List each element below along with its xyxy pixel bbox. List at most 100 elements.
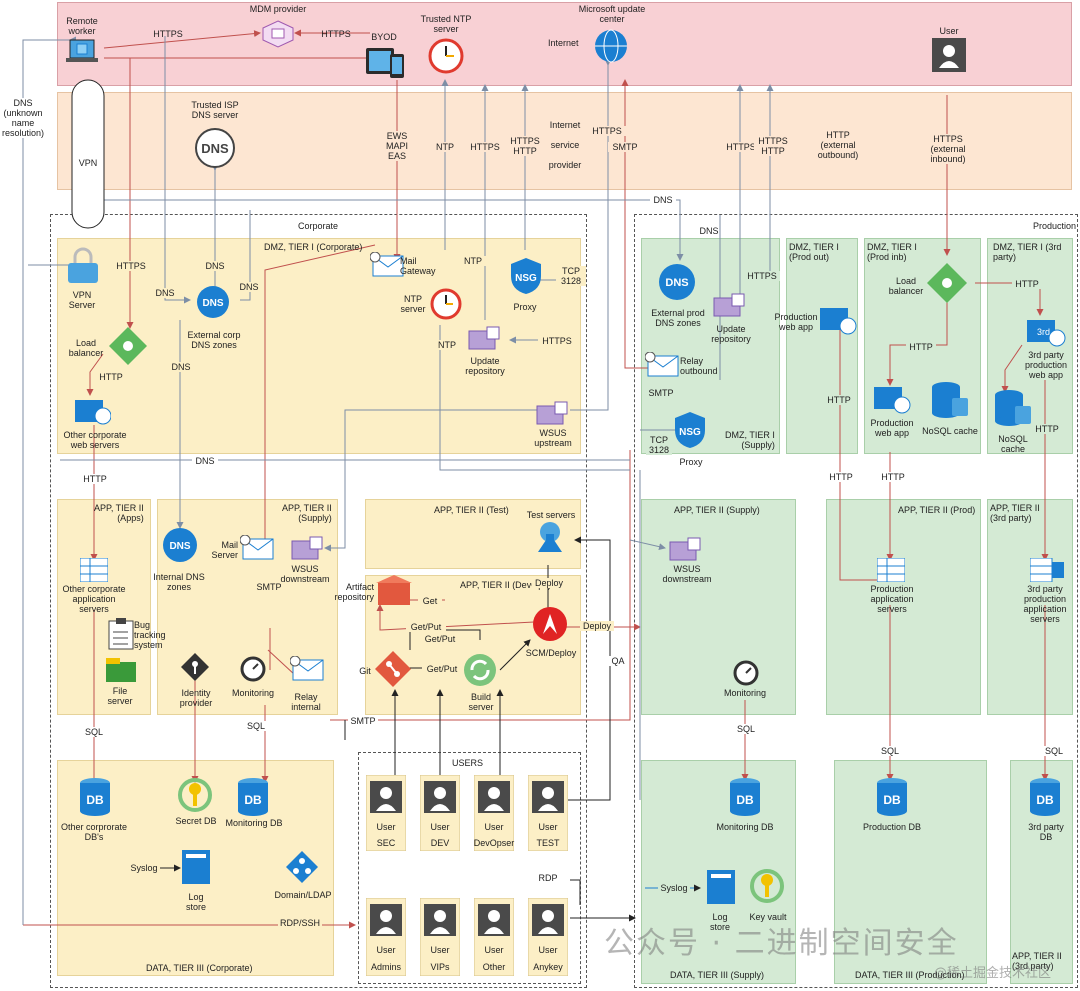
label-git: Git bbox=[359, 666, 371, 676]
label-wsus-downstream-prod: WSUS downstream bbox=[662, 564, 712, 584]
zone-title-data-3rd: APP, TIER II (3rd party) bbox=[1012, 951, 1062, 971]
label-monitoring-supply: Monitoring bbox=[723, 688, 767, 698]
svg-text:DB: DB bbox=[244, 793, 262, 807]
edge-label-ews: EWS MAPI EAS bbox=[380, 131, 414, 161]
zone-title-data-corp: DATA, TIER III (Corporate) bbox=[146, 963, 253, 973]
edge-label-deploy2: Deploy bbox=[580, 621, 614, 631]
clipboard-icon bbox=[108, 618, 134, 655]
edge-label-smtp-long: SMTP bbox=[348, 716, 378, 726]
edge-label-http-prod: HTTP bbox=[824, 395, 854, 405]
label-other-corp-app: Other corporate application servers bbox=[62, 584, 126, 614]
zone-title-internet: Internet bbox=[548, 38, 579, 48]
clock-icon bbox=[428, 38, 464, 79]
user-icon bbox=[932, 38, 966, 77]
label-relay-outbound: Relay outbound bbox=[680, 356, 718, 376]
package-icon bbox=[712, 292, 746, 323]
edge-label-https-isp3: HTTPS bbox=[722, 142, 760, 152]
label-ext-prod-dns: External prod DNS zones bbox=[651, 308, 705, 328]
edge-label-https-ext-inb: HTTPS (external inbound) bbox=[924, 134, 972, 164]
corporate-zone bbox=[50, 214, 587, 988]
edge-label-http-3rd: HTTP bbox=[1012, 279, 1042, 289]
label-test-servers: Test servers bbox=[526, 510, 576, 520]
dns-azure-icon: DNS bbox=[195, 284, 231, 325]
user-tile-icon bbox=[473, 897, 515, 981]
dns-azure-icon: DNS bbox=[161, 526, 199, 569]
database-cache-icon bbox=[930, 380, 970, 425]
laptop-icon bbox=[66, 38, 98, 73]
key-icon bbox=[750, 868, 784, 909]
label-byod: BYOD bbox=[371, 32, 397, 42]
label-user-test-role: TEST bbox=[536, 838, 560, 848]
server-list-icon bbox=[1029, 557, 1064, 587]
edge-label-vpn: VPN bbox=[78, 158, 98, 168]
zone-title-app-supply-corp: APP, TIER II (Supply) bbox=[282, 503, 332, 523]
user-tile-icon bbox=[473, 774, 515, 856]
log-book-icon bbox=[180, 848, 212, 891]
load-balancer-icon bbox=[926, 262, 968, 309]
edge-label-syslog-corp: Syslog bbox=[128, 863, 160, 873]
svg-text:DNS: DNS bbox=[202, 298, 223, 309]
zone-title-production: Production bbox=[1033, 221, 1077, 231]
edge-label-get: Get bbox=[418, 596, 442, 606]
clock-icon bbox=[430, 288, 462, 325]
edge-label-qa: QA bbox=[608, 656, 628, 666]
svg-text:3rd: 3rd bbox=[1037, 327, 1050, 337]
identity-icon bbox=[180, 652, 210, 687]
user-tile-icon bbox=[365, 897, 407, 981]
database-cache-icon bbox=[993, 388, 1033, 433]
label-identity-provider: Identity provider bbox=[179, 688, 213, 708]
label-ext-corp-dns: External corp DNS zones bbox=[187, 330, 241, 350]
vpn-lock-icon bbox=[66, 247, 100, 290]
label-user-internet: User bbox=[939, 26, 959, 36]
label-third-party-db: 3rd party DB bbox=[1028, 822, 1064, 842]
user-tile-icon bbox=[419, 897, 461, 981]
label-mdm: MDM provider bbox=[249, 4, 307, 14]
label-proxy-corp: Proxy bbox=[513, 302, 537, 312]
edge-label-dns-top: DNS bbox=[650, 195, 676, 205]
label-nosql-3rd: NoSQL cache bbox=[998, 434, 1028, 454]
app-prod-zone bbox=[826, 499, 981, 715]
zone-title-data-supply: DATA, TIER III (Supply) bbox=[670, 970, 765, 980]
label-log-store-supply: Log store bbox=[709, 912, 730, 932]
label-third-party-app: 3rd party production application servers bbox=[1023, 584, 1067, 624]
zone-title-corporate: Corporate bbox=[298, 221, 339, 231]
label-remote-worker: Remote worker bbox=[66, 16, 98, 36]
app-supply-prod-zone bbox=[641, 499, 796, 715]
flask-icon bbox=[532, 520, 568, 561]
edge-label-get-put-3: Get/Put bbox=[422, 664, 462, 674]
edge-label-dns-left: DNS (unknown name resolution) bbox=[0, 98, 46, 138]
zone-title-app-test: APP, TIER II (Test) bbox=[434, 505, 509, 515]
svg-text:NSG: NSG bbox=[515, 273, 537, 284]
key-icon bbox=[178, 777, 212, 818]
label-scm-deploy: SCM/Deploy bbox=[525, 648, 577, 658]
mdm-icon bbox=[262, 20, 294, 53]
label-user-sec-top: User bbox=[376, 822, 396, 832]
users-zone bbox=[358, 752, 581, 984]
load-balancer-icon bbox=[108, 326, 148, 371]
label-trusted-isp-dns: Trusted ISP DNS server bbox=[191, 100, 239, 120]
label-user-dev-top: User bbox=[430, 822, 450, 832]
edge-label-http-prod-inb: HTTP bbox=[906, 342, 936, 352]
label-trusted-ntp: Trusted NTP server bbox=[420, 14, 472, 34]
internet-zone bbox=[57, 2, 1072, 86]
edge-label-https-corp-lb: HTTPS bbox=[112, 261, 150, 271]
label-user-admins-top: User bbox=[376, 945, 396, 955]
edge-label-http-ext-out: HTTP (external outbound) bbox=[814, 130, 862, 160]
edge-label-ntp-dmz2: NTP bbox=[434, 340, 460, 350]
log-book-icon bbox=[705, 868, 737, 911]
label-user-devopser-top: User bbox=[484, 822, 504, 832]
label-prod-web-app-out: Production web app bbox=[774, 312, 818, 332]
database-icon: DB bbox=[728, 777, 762, 822]
label-wsus-upstream: WSUS upstream bbox=[534, 428, 572, 448]
label-log-store-corp: Log store bbox=[185, 892, 206, 912]
label-internal-dns: Internal DNS zones bbox=[153, 572, 205, 592]
label-monitoring-db-supply: Monitoring DB bbox=[716, 822, 774, 832]
label-mail-server: Mail Server bbox=[211, 540, 238, 560]
zone-title-users: USERS bbox=[452, 758, 484, 768]
label-monitoring-corp: Monitoring bbox=[231, 688, 275, 698]
zone-title-dmz-3rd: DMZ, TIER I (3rd party) bbox=[993, 242, 1062, 262]
package-icon bbox=[668, 536, 702, 567]
svg-text:DNS: DNS bbox=[665, 277, 688, 289]
byod-icon bbox=[366, 44, 406, 85]
edge-label-tcp3128-a: TCP 3128 bbox=[556, 266, 586, 286]
